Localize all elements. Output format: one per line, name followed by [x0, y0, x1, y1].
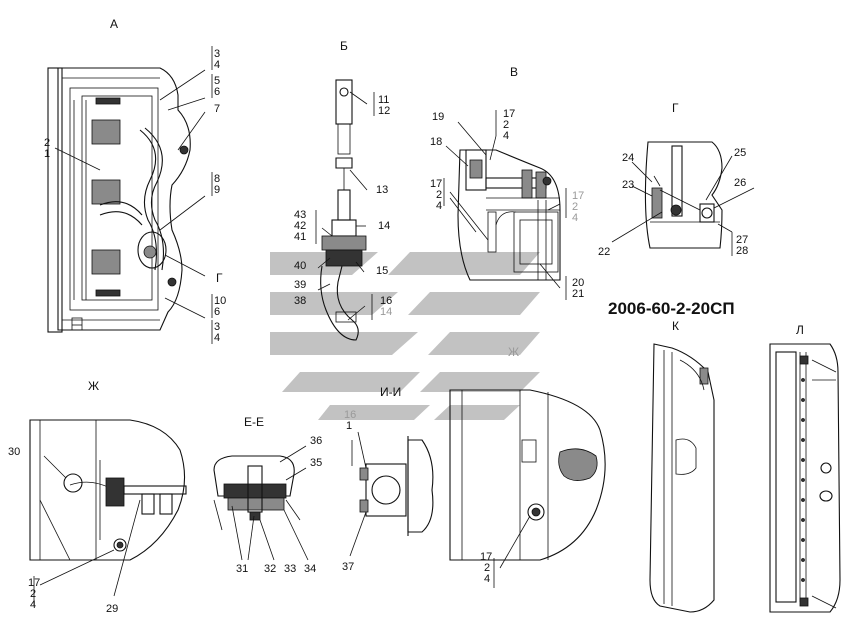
callout: 13 [376, 184, 388, 196]
callout: 9 [214, 184, 220, 196]
callout: 2 [503, 119, 509, 131]
callout: 23 [622, 179, 634, 191]
document-code: 2006-60-2-20СП [608, 299, 735, 318]
callout: 21 [572, 288, 584, 300]
watermark-logo [270, 252, 540, 420]
callout: 14 [378, 220, 390, 232]
callout: 38 [294, 295, 306, 307]
callout: 2 [436, 189, 442, 201]
callout: 31 [236, 563, 248, 575]
callout: 4 [30, 599, 36, 611]
callout: 4 [214, 332, 220, 344]
callout: 7 [214, 103, 220, 115]
view-label-v: В [510, 65, 518, 79]
view-label-ii: И-И [380, 385, 401, 399]
callout: 8 [214, 173, 220, 185]
view-k-drawing [649, 343, 715, 613]
view-label-k: К [672, 319, 679, 333]
view-zh2-drawing [449, 389, 606, 561]
callout: 15 [376, 265, 388, 277]
section-ii-leaders [349, 431, 367, 557]
callout: 17 [480, 551, 492, 563]
callout: 43 [294, 209, 306, 221]
callout: 3 [214, 48, 220, 60]
view-zh-leaders [33, 455, 141, 606]
callout: 1 [44, 148, 50, 160]
view-a-drawing [47, 67, 191, 333]
callout: 16 [380, 295, 392, 307]
callout: 6 [214, 306, 220, 318]
callout: 37 [342, 561, 354, 573]
callout: 28 [736, 245, 748, 257]
callout-numbers: 3 4 5 6 7 2 1 8 9 Г 10 6 3 4 11 12 13 43… [8, 48, 748, 615]
section-ee-leaders [231, 445, 309, 561]
callout: 17 [503, 108, 515, 120]
view-label-a: А [110, 17, 118, 31]
callout: 30 [8, 446, 20, 458]
view-label-g: Г [672, 101, 679, 115]
section-ee-drawing [213, 455, 301, 531]
view-g-leaders [611, 155, 755, 256]
callout: Ж [508, 345, 519, 359]
callout: 40 [294, 260, 306, 272]
view-label-ee: Е-Е [244, 415, 264, 429]
view-a-leaders [57, 46, 213, 344]
view-v-drawing [457, 149, 561, 281]
callout: Г [216, 271, 223, 285]
callout: 22 [598, 246, 610, 258]
view-zh2-leaders [493, 515, 531, 588]
callout: 10 [214, 295, 226, 307]
callout: 17 [28, 577, 40, 589]
callout: 42 [294, 220, 306, 232]
view-g-drawing [644, 141, 723, 249]
section-ii-drawing [351, 436, 434, 536]
callout: 2 [484, 562, 490, 574]
view-b-leaders [315, 91, 375, 321]
callout: 17 [430, 178, 442, 190]
callout: 29 [106, 603, 118, 615]
callout: 32 [264, 563, 276, 575]
callout: 12 [378, 105, 390, 117]
callout: 34 [304, 563, 316, 575]
callout: 2 [44, 137, 50, 149]
callout: 4 [214, 59, 220, 71]
callout: 36 [310, 435, 322, 447]
callout: 25 [734, 147, 746, 159]
callout: 2 [572, 201, 578, 213]
callout: 4 [484, 573, 490, 585]
callout: 33 [284, 563, 296, 575]
view-label-zh: Ж [88, 379, 99, 393]
callout: 3 [214, 321, 220, 333]
callout: 4 [436, 200, 442, 212]
view-label-b: Б [340, 39, 348, 53]
callout: 26 [734, 177, 746, 189]
callout: 11 [378, 94, 389, 106]
callout: 4 [572, 212, 578, 224]
callout: 4 [503, 130, 509, 142]
callout: 24 [622, 152, 634, 164]
callout: 6 [214, 86, 220, 98]
view-v-leaders [443, 110, 567, 300]
callout: 5 [214, 75, 220, 87]
view-l-drawing [769, 343, 841, 613]
view-zh-drawing [29, 419, 187, 561]
callout: 39 [294, 279, 306, 291]
callout: 18 [430, 136, 442, 148]
rivet-row [801, 378, 805, 582]
callout: 20 [572, 277, 584, 289]
view-label-l: Л [796, 323, 804, 337]
view-b-drawing [320, 79, 367, 341]
callout: 16 [344, 409, 356, 421]
callout: 1 [346, 420, 352, 432]
callout: 35 [310, 457, 322, 469]
callout: 17 [572, 190, 584, 202]
callout: 19 [432, 111, 444, 123]
callout: 27 [736, 234, 748, 246]
view-labels: А Б В Г Ж Е-Е И-И К Л 2006-60-2-20СП [88, 17, 804, 429]
callout: 14 [380, 306, 392, 318]
callout: 41 [294, 231, 306, 243]
callout: 2 [30, 588, 36, 600]
